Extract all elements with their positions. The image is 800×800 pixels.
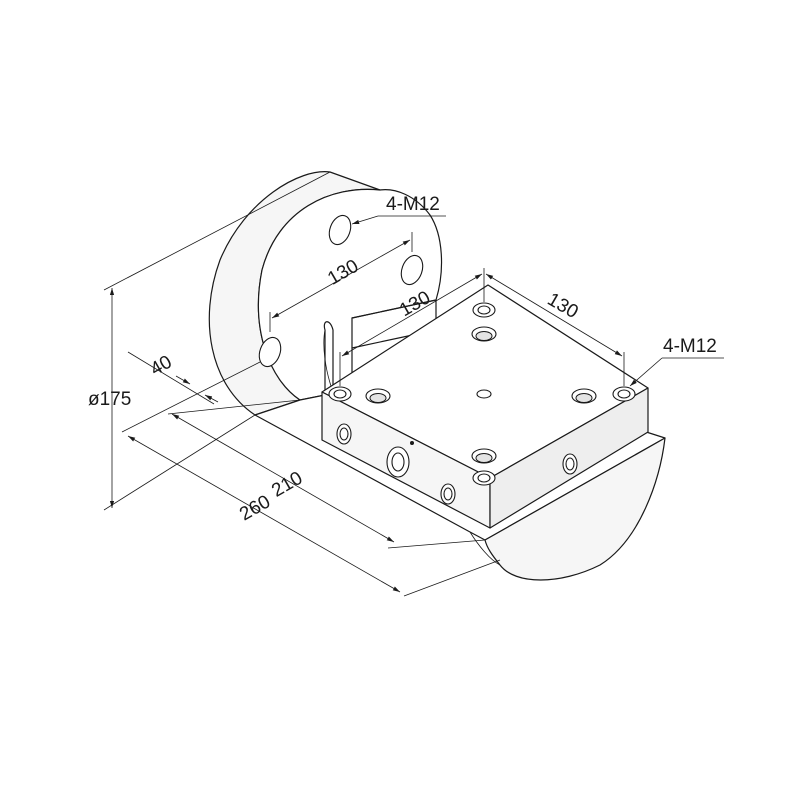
round-face-hole-bottom-left <box>258 336 282 368</box>
label-m12-plate: 4-M12 <box>663 336 717 357</box>
base-curve <box>484 437 666 581</box>
leader-m12-plate <box>629 357 663 387</box>
side-hole-3 <box>440 483 456 505</box>
plate-hole-left <box>328 386 352 402</box>
label-diameter: ø175 <box>88 389 131 410</box>
label-130-plate-b: 130 <box>544 289 582 323</box>
label-m12-face: 4-M12 <box>386 194 440 215</box>
label-260: 260 <box>236 491 274 525</box>
leader-m12-face <box>351 215 379 225</box>
plate-hole-right <box>612 386 636 402</box>
ext-line-210-start <box>167 399 301 415</box>
ext-line-dia-top <box>103 171 331 291</box>
plate-hole-bottom <box>472 470 496 486</box>
dim-line-130-plate-b <box>485 273 623 357</box>
label-40: 40 <box>147 352 176 381</box>
dimensions <box>103 171 724 597</box>
plate-center-hole <box>476 389 492 399</box>
side-hole-4 <box>562 453 578 475</box>
ext-line-260-end <box>403 559 501 597</box>
counterbore-hole-upper <box>471 326 497 342</box>
counterbore-hole-right <box>571 388 597 404</box>
dim-line-210 <box>171 413 395 543</box>
pin-dot <box>410 441 414 445</box>
ext-line-210-end <box>387 539 486 549</box>
ext-line-260-start <box>121 361 261 433</box>
dim-line-130-face <box>271 239 411 319</box>
side-hole-2 <box>386 446 410 478</box>
dim-line-40 <box>127 351 215 405</box>
counterbore-hole-left <box>365 388 391 404</box>
plate-hole-top <box>472 302 496 318</box>
dim-line-130-plate-a <box>341 273 483 357</box>
counterbore-hole-lower <box>471 448 497 464</box>
side-hole-1 <box>336 423 352 445</box>
